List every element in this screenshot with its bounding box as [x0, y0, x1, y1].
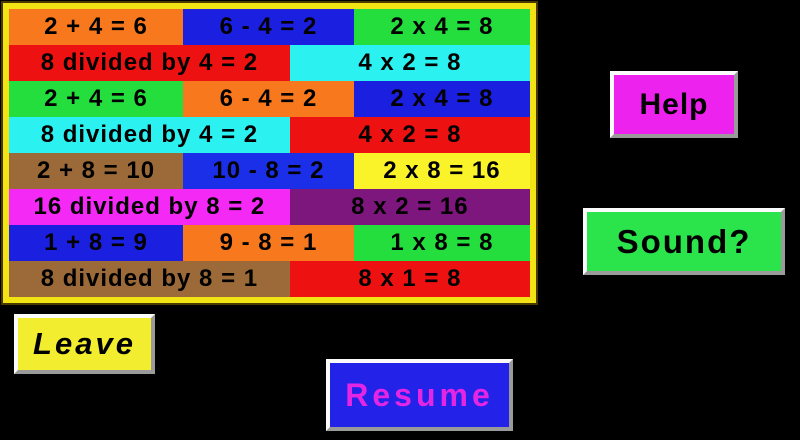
help-button[interactable]: Help [610, 71, 738, 138]
equation-cell: 1 + 8 = 9 [9, 225, 183, 261]
equation-cell: 10 - 8 = 2 [183, 153, 354, 189]
equation-cell: 2 x 8 = 16 [353, 153, 530, 189]
equation-cell: 8 x 1 = 8 [289, 261, 530, 297]
equation-cell: 1 x 8 = 8 [353, 225, 530, 261]
equation-cell: 2 x 4 = 8 [353, 81, 530, 117]
leave-button[interactable]: Leave [14, 314, 155, 374]
equation-cell: 4 x 2 = 8 [289, 45, 530, 81]
equation-cell: 8 divided by 4 = 2 [9, 45, 290, 81]
equation-cell: 2 + 4 = 6 [9, 81, 183, 117]
sound-toggle-button[interactable]: Sound? [583, 208, 785, 275]
equation-cell: 6 - 4 = 2 [183, 9, 354, 45]
resume-button[interactable]: Resume [326, 359, 513, 431]
equation-cell: 8 divided by 8 = 1 [9, 261, 290, 297]
equation-cell: 2 + 4 = 6 [9, 9, 183, 45]
equation-cell: 8 divided by 4 = 2 [9, 117, 290, 153]
equation-cell: 4 x 2 = 8 [289, 117, 530, 153]
equation-cell: 2 x 4 = 8 [353, 9, 530, 45]
equation-cell: 16 divided by 8 = 2 [9, 189, 290, 225]
equation-cell: 9 - 8 = 1 [183, 225, 354, 261]
equation-cell: 8 x 2 = 16 [289, 189, 530, 225]
equation-cell: 6 - 4 = 2 [183, 81, 354, 117]
equation-cell: 2 + 8 = 10 [9, 153, 183, 189]
